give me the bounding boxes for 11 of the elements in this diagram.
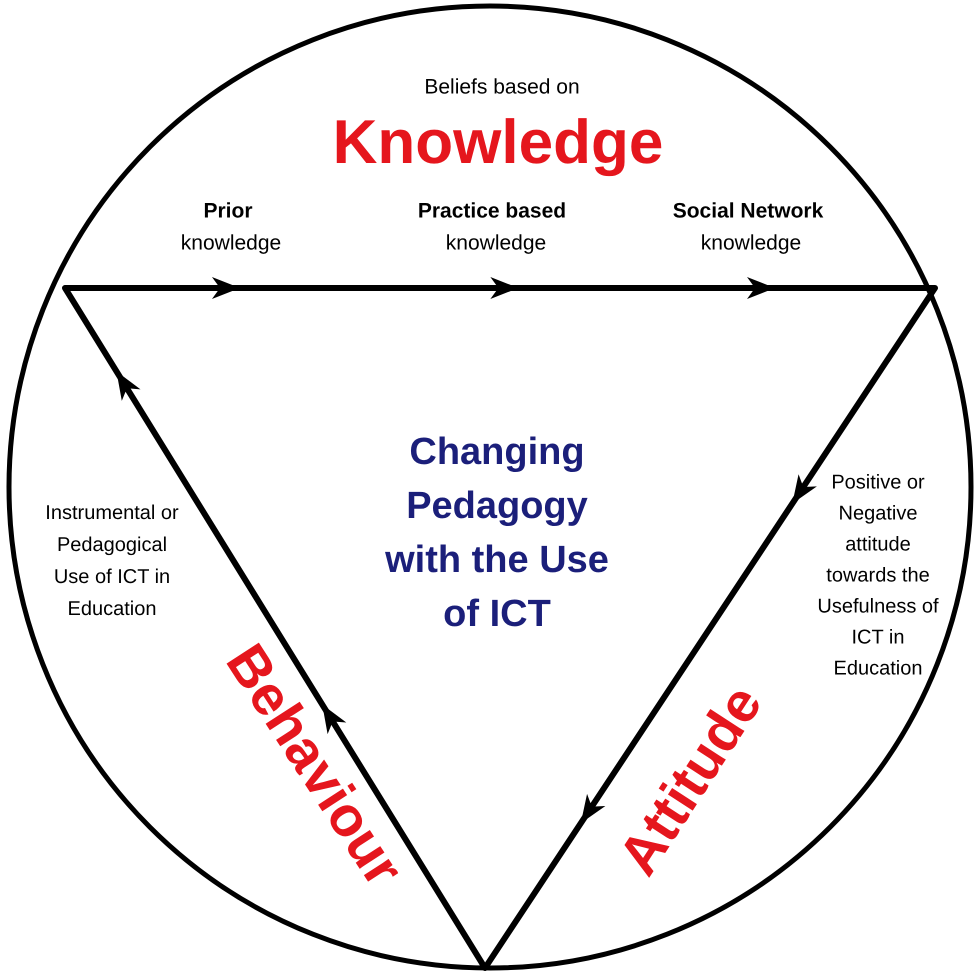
stage-text: knowledge [446, 230, 546, 256]
stage-text: knowledge [180, 230, 282, 256]
stage-text: knowledge [700, 230, 802, 256]
center-title: Changing Pedagogy with the Use of ICT [384, 430, 610, 637]
heading: Knowledge [332, 112, 664, 174]
side-note: Instrumental or Pedagogical Use of ICT in Education [44, 501, 180, 622]
side-note: Positive or Negative attitude towards the Usefulness of ICT in Education [816, 470, 940, 682]
caption-text: Beliefs based on [424, 74, 580, 100]
stage-title: Prior [204, 198, 252, 224]
stage-title: Practice based [418, 198, 566, 224]
stage-title: Social Network [672, 198, 824, 224]
